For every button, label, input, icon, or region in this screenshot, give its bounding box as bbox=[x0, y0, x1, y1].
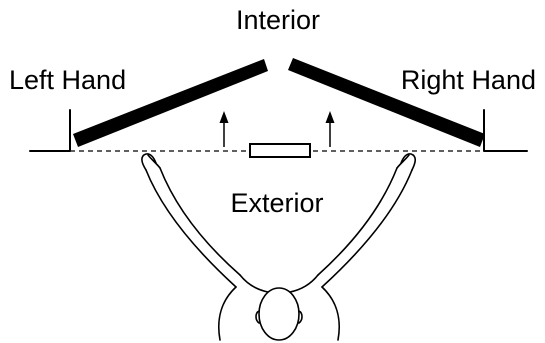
right-arm bbox=[317, 167, 413, 288]
exterior-label: Exterior bbox=[230, 188, 323, 218]
person-figure bbox=[141, 153, 417, 341]
ear-left bbox=[255, 310, 260, 324]
left-wall bbox=[29, 109, 71, 152]
right-hand-label: Right Hand bbox=[401, 65, 536, 95]
left-door-leaf bbox=[73, 59, 268, 147]
right-hand bbox=[396, 153, 417, 171]
right-arrow-icon bbox=[325, 111, 335, 147]
left-arm bbox=[145, 167, 241, 288]
left-arrow-icon bbox=[219, 111, 229, 147]
left-hand bbox=[141, 153, 161, 171]
right-wall bbox=[483, 109, 528, 152]
torso bbox=[218, 274, 340, 341]
left-hand-label: Left Hand bbox=[9, 65, 126, 95]
head bbox=[258, 287, 300, 341]
right-door-leaf bbox=[288, 58, 485, 147]
ear-right bbox=[298, 310, 303, 324]
interior-label: Interior bbox=[236, 5, 320, 35]
center-strike bbox=[249, 143, 311, 158]
